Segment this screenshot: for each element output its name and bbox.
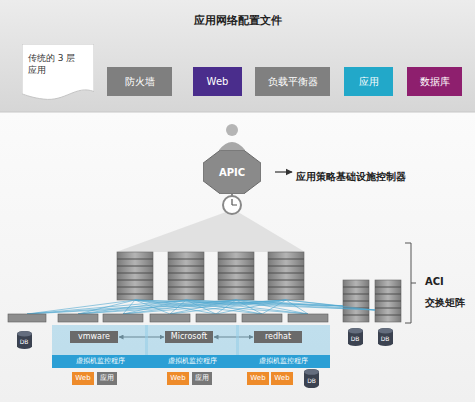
workload-name: 应用 [195,375,209,382]
database-label: DB [381,336,390,342]
title-holder: 应用网络配置文件 [0,9,475,28]
shape-detail [17,331,32,337]
component-box: 负载平衡器 [255,67,330,96]
workload-name: Web [274,375,289,382]
component-box: 防火墙 [107,67,172,96]
component-name: 数据库 [420,77,450,87]
fabric-caption: ACI 交换矩阵 [425,276,465,308]
vendor-name: vmware [78,333,110,341]
lower-ground [0,112,475,402]
spine-switches [117,252,304,300]
shape-path [378,328,393,346]
switch-slots [117,259,304,294]
hypervisor-label: 虚拟机监控程序 [52,355,148,368]
vendor-box: redhat [254,331,302,343]
fan-shape [116,212,305,252]
vendor-box: vmware [70,331,118,343]
vendor-box: Microsoft [165,331,213,343]
component-box: Web [193,67,242,96]
database-cylinder: DB [304,369,319,388]
leaf-switch [103,314,143,322]
component-box: 数据库 [407,67,462,96]
top-band [0,0,475,112]
shape-path [22,44,94,99]
workload-name: Web [170,375,185,382]
shape-path [203,150,261,194]
workload-box: Web [271,372,293,385]
person-head [226,124,238,136]
hypervisor-panel: 虚拟机监控程序 vmware [52,325,148,368]
controller-octagon: APIC [203,150,261,194]
workload-box: 应用 [97,372,117,385]
database-cylinder: DB [348,328,363,346]
leaf-switch [288,314,328,322]
shape-path [348,328,363,346]
person-body [219,142,245,150]
shape-detail [304,369,319,375]
hypervisor-panel: 虚拟机监控程序 Microsoft [145,325,239,368]
vendor-name: Microsoft [171,333,207,341]
fabric-links [27,300,375,314]
database-label: DB [307,378,316,384]
hypervisor-panel: 虚拟机监控程序 redhat [236,325,330,368]
shape-path [304,369,319,388]
hypervisor-label: 虚拟机监控程序 [236,355,330,368]
leaf-switch [196,314,236,322]
leaf-switch [8,314,46,322]
workload-name: Web [250,375,265,382]
diagram-title: 应用网络配置文件 [194,14,282,27]
label-holder: ACI 交换矩阵 [425,270,469,312]
leaf-switch [150,314,190,322]
controller-caption: 应用策略基础设施控制器 [296,171,406,182]
border-switches [343,280,401,322]
shape-detail [348,328,363,334]
component-name: 防火墙 [125,77,155,87]
workload-box: Web [247,372,269,385]
bracket [405,243,416,323]
leaf-switch [58,314,98,322]
fabric-link [27,300,375,314]
band-edge [0,112,475,113]
leaf-switches [8,314,328,322]
document-shape: 传统的 3 层 应用 [22,44,94,102]
hypervisor-label: 虚拟机监控程序 [145,355,239,368]
clock-hands [232,199,237,205]
controller-name: APIC [219,167,245,178]
database-cylinder: DB [378,328,393,346]
workload-box: Web [72,372,94,385]
clock-symbol [223,196,241,214]
workload-box: 应用 [192,372,212,385]
label-holder: 应用策略基础设施控制器 [296,165,406,184]
shape-path [17,331,32,349]
workload-name: Web [75,375,90,382]
component-name: 应用 [359,77,379,87]
database-label: DB [351,336,360,342]
shape-detail [378,328,393,334]
component-name: 负载平衡器 [268,77,318,87]
leaf-switch [242,314,282,322]
switch-slots [343,287,401,315]
workload-box: Web [167,372,189,385]
component-box: 应用 [344,67,393,96]
document-label: 传统的 3 层 应用 [28,53,80,76]
database-cylinder: DB [17,331,32,349]
component-name: Web [207,77,229,87]
leader-arrow [275,171,292,172]
database-label: DB [20,339,29,345]
workload-name: 应用 [100,375,114,382]
vendor-name: redhat [265,333,291,341]
